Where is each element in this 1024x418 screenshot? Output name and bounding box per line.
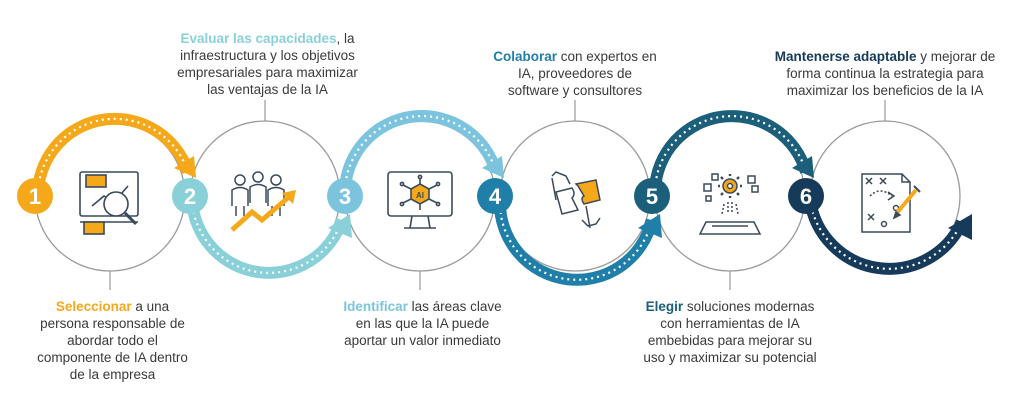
- step-3-line-3: aportar un valor inmediato: [344, 333, 501, 348]
- step-1-line-3: abordar todo el: [67, 333, 158, 348]
- step-highlight-6: Mantenerse adaptable: [774, 49, 917, 64]
- team-growth-icon: [230, 171, 296, 232]
- step-badge-2: 2: [172, 178, 208, 214]
- arc-3: [339, 110, 504, 191]
- step-1-line-4: componente de IA dentro: [37, 350, 188, 365]
- step-badge-5: 5: [634, 178, 670, 214]
- step-3-line-1: las áreas clave: [407, 299, 502, 314]
- step-4-line-1: con expertos en: [556, 49, 657, 64]
- step-5-line-4: uso y maximizar su potencial: [643, 350, 817, 365]
- arc-4: [493, 199, 662, 286]
- step-2-line-1: , la: [336, 31, 355, 46]
- step-1-line-2: persona responsable de: [40, 316, 185, 331]
- step-badge-6: 6: [788, 178, 824, 214]
- arc-6: [804, 199, 972, 275]
- connector-lines: [109, 100, 886, 290]
- step-6-line-3: maximizar los beneficios de la IA: [786, 83, 984, 98]
- puzzle-hands-icon: [551, 171, 601, 229]
- step-4-line-2: IA, proveedores de: [517, 66, 633, 81]
- step-5-line-2: con herramientas de IA: [660, 316, 800, 331]
- step-text-6: Mantenerse adaptable y mejorar de forma …: [760, 48, 1010, 99]
- step-number-6: 6: [800, 184, 812, 209]
- step-highlight-1: Seleccionar: [55, 299, 132, 314]
- step-highlight-3: Identificar: [343, 299, 408, 314]
- step-number-3: 3: [339, 184, 351, 209]
- step-text-2: Evaluar las capacidades, la infraestruct…: [160, 30, 375, 98]
- strategy-plan-icon: [861, 173, 921, 233]
- step-3-line-2: en las que la IA puede: [355, 316, 490, 331]
- step-number-5: 5: [646, 184, 658, 209]
- step-text-5: Elegir soluciones modernas con herramien…: [620, 298, 840, 366]
- arc-2: [186, 199, 352, 279]
- step-5-line-1: soluciones modernas: [683, 299, 815, 314]
- ai-chip-monitor-icon: AI: [387, 171, 453, 229]
- step-2-line-4: las ventajas de la IA: [207, 82, 328, 97]
- step-5-line-3: embebidas para mejorar su: [647, 333, 813, 348]
- arc-1: [32, 112, 196, 191]
- step-badge-3: 3: [327, 178, 363, 214]
- ai-chip-label: AI: [416, 191, 424, 200]
- step-text-4: Colaborar con expertos en IA, proveedore…: [475, 48, 675, 99]
- gear-platform-icon: [698, 173, 762, 235]
- step-number-2: 2: [184, 184, 196, 209]
- step-highlight-5: Elegir: [645, 299, 684, 314]
- step-badge-4: 4: [477, 178, 513, 214]
- step-highlight-4: Colaborar: [493, 49, 557, 64]
- step-text-3: Identificar las áreas clave en las que l…: [320, 298, 525, 349]
- analysis-magnifier-icon: [79, 171, 139, 235]
- step-1-line-1: a una: [131, 299, 170, 314]
- step-6-line-1: y mejorar de: [916, 49, 996, 64]
- step-text-1: Seleccionar a una persona responsable de…: [20, 298, 205, 383]
- arc-5: [649, 110, 814, 191]
- step-number-1: 1: [29, 184, 41, 209]
- step-highlight-2: Evaluar las capacidades: [180, 31, 337, 46]
- step-1-line-5: de la empresa: [69, 367, 156, 382]
- step-number-4: 4: [489, 184, 502, 209]
- step-badge-1: 1: [17, 178, 53, 214]
- step-2-line-2: infraestructura y los objetivos: [180, 48, 355, 63]
- step-2-line-3: empresariales para maximizar: [177, 65, 358, 80]
- step-6-line-2: forma continua la estrategia para: [786, 66, 984, 81]
- step-4-line-3: software y consultores: [507, 83, 643, 98]
